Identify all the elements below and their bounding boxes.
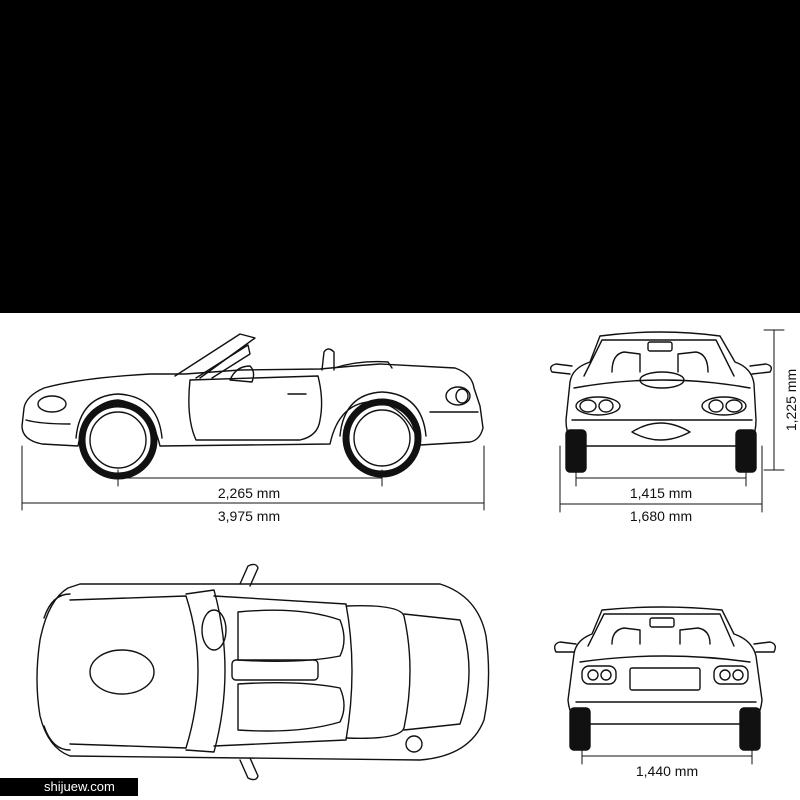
dim-overall-width: 1,680 mm xyxy=(630,508,692,524)
side-front-bumper xyxy=(25,419,71,425)
dim-overall-height: 1,225 mm xyxy=(783,369,799,431)
dim-overall-length: 3,975 mm xyxy=(218,508,280,524)
top-hood-vent xyxy=(89,649,155,695)
rear-license-plate xyxy=(629,667,701,691)
top-trunk xyxy=(403,613,470,731)
dim-front-track: 1,415 mm xyxy=(630,485,692,501)
top-deck xyxy=(345,605,411,739)
rear-headrests xyxy=(611,627,711,645)
side-headlight xyxy=(37,395,67,413)
dim-wheelbase: 2,265 mm xyxy=(218,485,280,501)
rear-view xyxy=(553,606,777,765)
front-windshield xyxy=(583,339,735,377)
side-windshield-frame xyxy=(195,344,251,379)
rear-left-mirror xyxy=(553,641,577,653)
side-view xyxy=(21,333,485,511)
side-mirror xyxy=(229,365,255,383)
front-body-outline xyxy=(565,331,757,447)
top-hood-line xyxy=(69,595,199,749)
front-right-headlight xyxy=(701,396,747,416)
side-rear-wheel xyxy=(342,398,422,478)
blueprint-sheet xyxy=(0,313,800,800)
side-door xyxy=(188,375,323,441)
rear-dimension-lines xyxy=(581,747,753,765)
top-fuel-cap xyxy=(405,735,423,753)
black-band xyxy=(0,0,800,313)
rear-left-taillight xyxy=(581,665,617,685)
front-left-mirror xyxy=(549,363,573,375)
rear-right-tire xyxy=(739,707,761,751)
top-right-mirror xyxy=(239,757,259,781)
front-dimension-lines xyxy=(559,329,785,513)
front-left-headlight xyxy=(575,396,621,416)
top-cockpit xyxy=(213,595,353,747)
side-dimension-lines xyxy=(21,445,485,511)
rear-window xyxy=(587,613,735,647)
rear-left-tire xyxy=(569,707,591,751)
front-left-tire xyxy=(565,429,587,473)
front-view xyxy=(549,329,785,513)
top-steering-wheel xyxy=(201,609,227,651)
side-rear-rim xyxy=(353,409,411,467)
side-folded-top xyxy=(333,360,393,369)
rear-trunk-lid xyxy=(579,655,751,663)
side-front-arch xyxy=(75,393,163,439)
top-left-mirror xyxy=(239,563,259,587)
side-taillight xyxy=(445,386,471,406)
top-windshield xyxy=(185,589,226,753)
dim-rear-track: 1,440 mm xyxy=(636,763,698,779)
rear-right-taillight xyxy=(713,665,749,685)
top-right-seat xyxy=(237,681,345,732)
top-left-seat xyxy=(237,609,345,663)
side-front-rim xyxy=(89,411,147,469)
front-hood xyxy=(573,379,751,389)
front-rearview-mirror xyxy=(647,341,673,352)
side-taillight-inner xyxy=(455,388,469,404)
rear-mirror xyxy=(649,617,675,628)
top-front-lights xyxy=(43,593,71,751)
top-console xyxy=(231,659,319,681)
side-headrest xyxy=(321,348,335,371)
top-view xyxy=(36,563,490,781)
top-body-outline xyxy=(36,583,490,761)
side-front-wheel xyxy=(78,400,158,480)
side-rear-arch xyxy=(339,391,427,437)
front-right-mirror xyxy=(749,363,773,375)
front-headrests xyxy=(611,351,709,373)
front-right-tire xyxy=(735,429,757,473)
watermark: shijuew.com xyxy=(0,778,138,796)
rear-right-mirror xyxy=(753,641,777,653)
front-grille xyxy=(631,422,691,441)
